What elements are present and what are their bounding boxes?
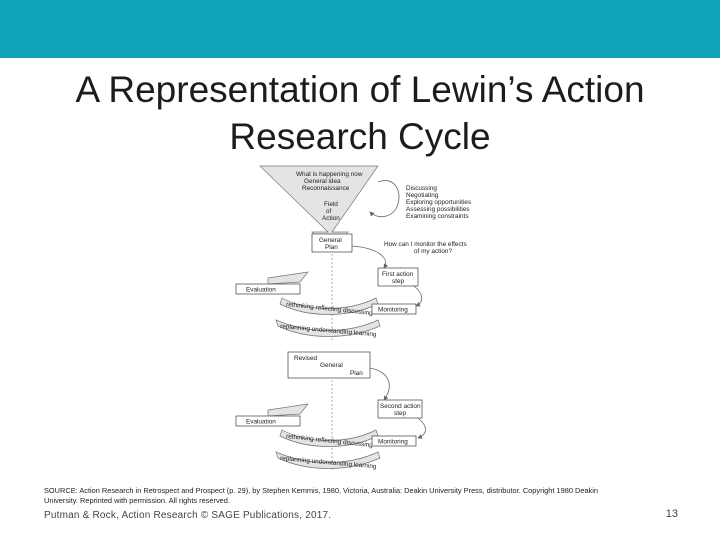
general-plan-line-2: Plan: [325, 244, 338, 251]
revised-plan-box: [287, 351, 371, 379]
source-line-2: University. Reprinted with permission. A…: [44, 496, 230, 505]
diagram-svg: What is happening now General idea Recon…: [235, 165, 471, 472]
evaluation-1-label: Evaluation: [246, 287, 276, 294]
general-plan-line-1: General: [319, 237, 342, 244]
field-top-line-3: Reconnaissance: [302, 185, 350, 192]
evaluation-1-box: [235, 283, 301, 295]
first-action-line-1: First action: [382, 271, 414, 278]
recon-item-3: Exploring opportunities: [406, 199, 471, 206]
field-label-2: of: [326, 208, 332, 215]
monitor-question-line-2: of my action?: [414, 248, 452, 255]
revised-plan-line-1: Revised: [294, 355, 318, 362]
recon-item-2: Negotiating: [406, 192, 439, 199]
second-action-line-1: Second action: [380, 403, 421, 410]
recon-item-1: Discussing: [406, 185, 437, 192]
monitoring-2-box: [371, 435, 417, 447]
field-top-line-2: General idea: [304, 178, 341, 185]
footer-credit: Putman & Rock, Action Research © SAGE Pu…: [44, 510, 332, 521]
plan-to-action-arrow-2: [369, 367, 390, 401]
monitoring-1-box: [371, 303, 417, 315]
replanning-arc-1: [275, 319, 381, 337]
recon-item-4: Assessing possibilities: [406, 206, 470, 213]
action-to-monitor-arrow-1: [413, 285, 423, 307]
title-line-1: A Representation of Lewin’s Action: [75, 69, 645, 110]
page-number: 13: [665, 508, 678, 520]
source-citation: SOURCE: Action Research in Retrospect an…: [44, 486, 684, 506]
evaluation-1-arrow: [267, 271, 309, 285]
action-to-monitor-arrow-2: [417, 417, 426, 439]
monitoring-1-label: Monitoring: [378, 307, 408, 314]
title-line-2: Research Cycle: [229, 116, 491, 157]
first-action-line-2: step: [392, 278, 405, 285]
header-bar: [0, 0, 720, 58]
evaluation-2-arrow: [267, 403, 309, 417]
monitoring-2-label: Monitoring: [378, 439, 408, 446]
first-action-box: [377, 267, 419, 287]
monitor-question-line-1: How can I monitor the effects: [384, 241, 467, 248]
plan-to-action-arrow: [351, 245, 389, 269]
replanning-arc-2: [275, 451, 381, 469]
evaluation-2-label: Evaluation: [246, 419, 276, 426]
recon-item-5: Examining constraints: [406, 213, 469, 220]
second-action-line-2: step: [394, 410, 407, 417]
slide-title: A Representation of Lewin’s Action Resea…: [20, 66, 700, 160]
revised-plan-line-2: General: [320, 362, 343, 369]
action-research-diagram: What is happening now General idea Recon…: [228, 162, 490, 474]
field-label-3: Action: [322, 215, 340, 222]
source-line-1: SOURCE: Action Research in Retrospect an…: [44, 486, 599, 495]
recon-loop-arrow: [369, 180, 400, 218]
revised-plan-line-3: Plan: [350, 370, 363, 377]
evaluation-2-box: [235, 415, 301, 427]
general-plan-box: [311, 233, 353, 253]
field-label-1: Field: [324, 201, 338, 208]
second-action-box: [377, 399, 423, 419]
field-top-line-1: What is happening now: [296, 171, 363, 178]
